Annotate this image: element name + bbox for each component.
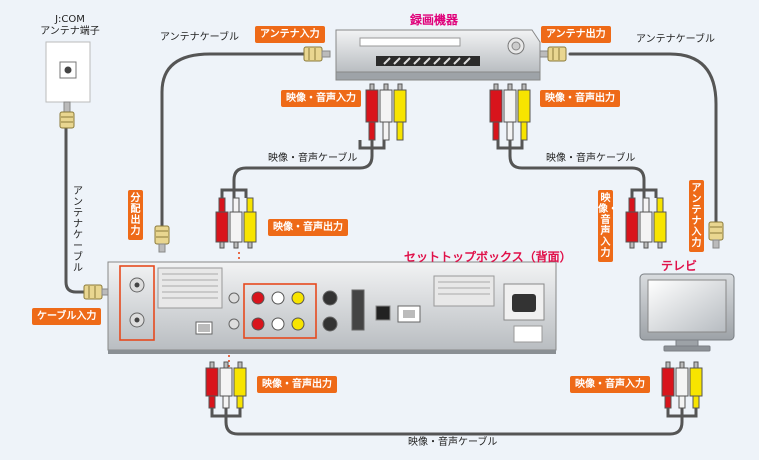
set-top-box-rear-panel-icon (107, 261, 557, 354)
split-output-tag: 分配出力 (128, 190, 143, 240)
jcom-antenna-outlet-icon (45, 41, 91, 129)
av-output-tag-stb-lower: 映像・音声出力 (257, 376, 337, 393)
av-output-tag-recorder: 映像・音声出力 (540, 90, 620, 107)
rca-plug-icon (661, 361, 703, 409)
tv-antenna-input-tag-vertical: アンテナ入力 (689, 180, 704, 252)
av-cable-recorder-output (496, 140, 658, 198)
recorder-title: 録画機器 (410, 13, 459, 27)
television-icon (639, 273, 735, 352)
rca-plug-icon (489, 83, 531, 141)
antenna-cable-recorder-to-tv (568, 52, 718, 224)
antenna-connector-icon (83, 284, 111, 300)
rca-plug-icon (365, 83, 407, 141)
tv-av-input-tag-vertical: 映像・音声入力 (598, 190, 618, 262)
av-cable-label-upper-left: 映像・音声ケーブル (268, 153, 358, 164)
stb-title: セットトップボックス（背面） (404, 250, 572, 264)
rca-plug-icon (625, 197, 667, 249)
av-cable-stb-to-tv (210, 408, 698, 436)
jcom-outlet-label: J:COM アンテナ端子 (32, 14, 108, 37)
antenna-output-tag-top: アンテナ出力 (541, 26, 611, 43)
antenna-connector-icon (539, 46, 567, 62)
av-output-tag-stb-upper: 映像・音声出力 (268, 219, 348, 236)
av-cable-label-upper-right: 映像・音声ケーブル (546, 153, 636, 164)
antenna-cable-outlet-to-stb (64, 126, 94, 294)
rca-plug-icon (205, 361, 247, 409)
antenna-connector-icon (154, 225, 170, 253)
antenna-connector-icon (303, 46, 331, 62)
tv-av-input-tag-lower: 映像・音声入力 (570, 376, 650, 393)
antenna-cable-label-left-vertical: アンテナケーブル (73, 186, 83, 274)
antenna-connector-icon (708, 221, 724, 249)
av-cable-label-bottom: 映像・音声ケーブル (408, 437, 498, 448)
tv-title: テレビ (661, 259, 698, 273)
jcom-label-line2: アンテナ端子 (40, 25, 100, 37)
cable-input-tag: ケーブル入力 (32, 308, 102, 325)
antenna-cable-stb-to-recorder (160, 52, 307, 228)
antenna-input-tag-top: アンテナ入力 (255, 26, 325, 43)
antenna-cable-label-top-right: アンテナケーブル (636, 34, 715, 45)
jcom-label-line1: J:COM (55, 14, 85, 25)
rca-plug-icon (215, 197, 257, 249)
av-input-tag-recorder: 映像・音声入力 (281, 90, 361, 107)
video-recorder-icon (335, 29, 541, 81)
av-cable-recorder-input (220, 140, 386, 198)
antenna-cable-label-top-left: アンテナケーブル (160, 32, 239, 43)
